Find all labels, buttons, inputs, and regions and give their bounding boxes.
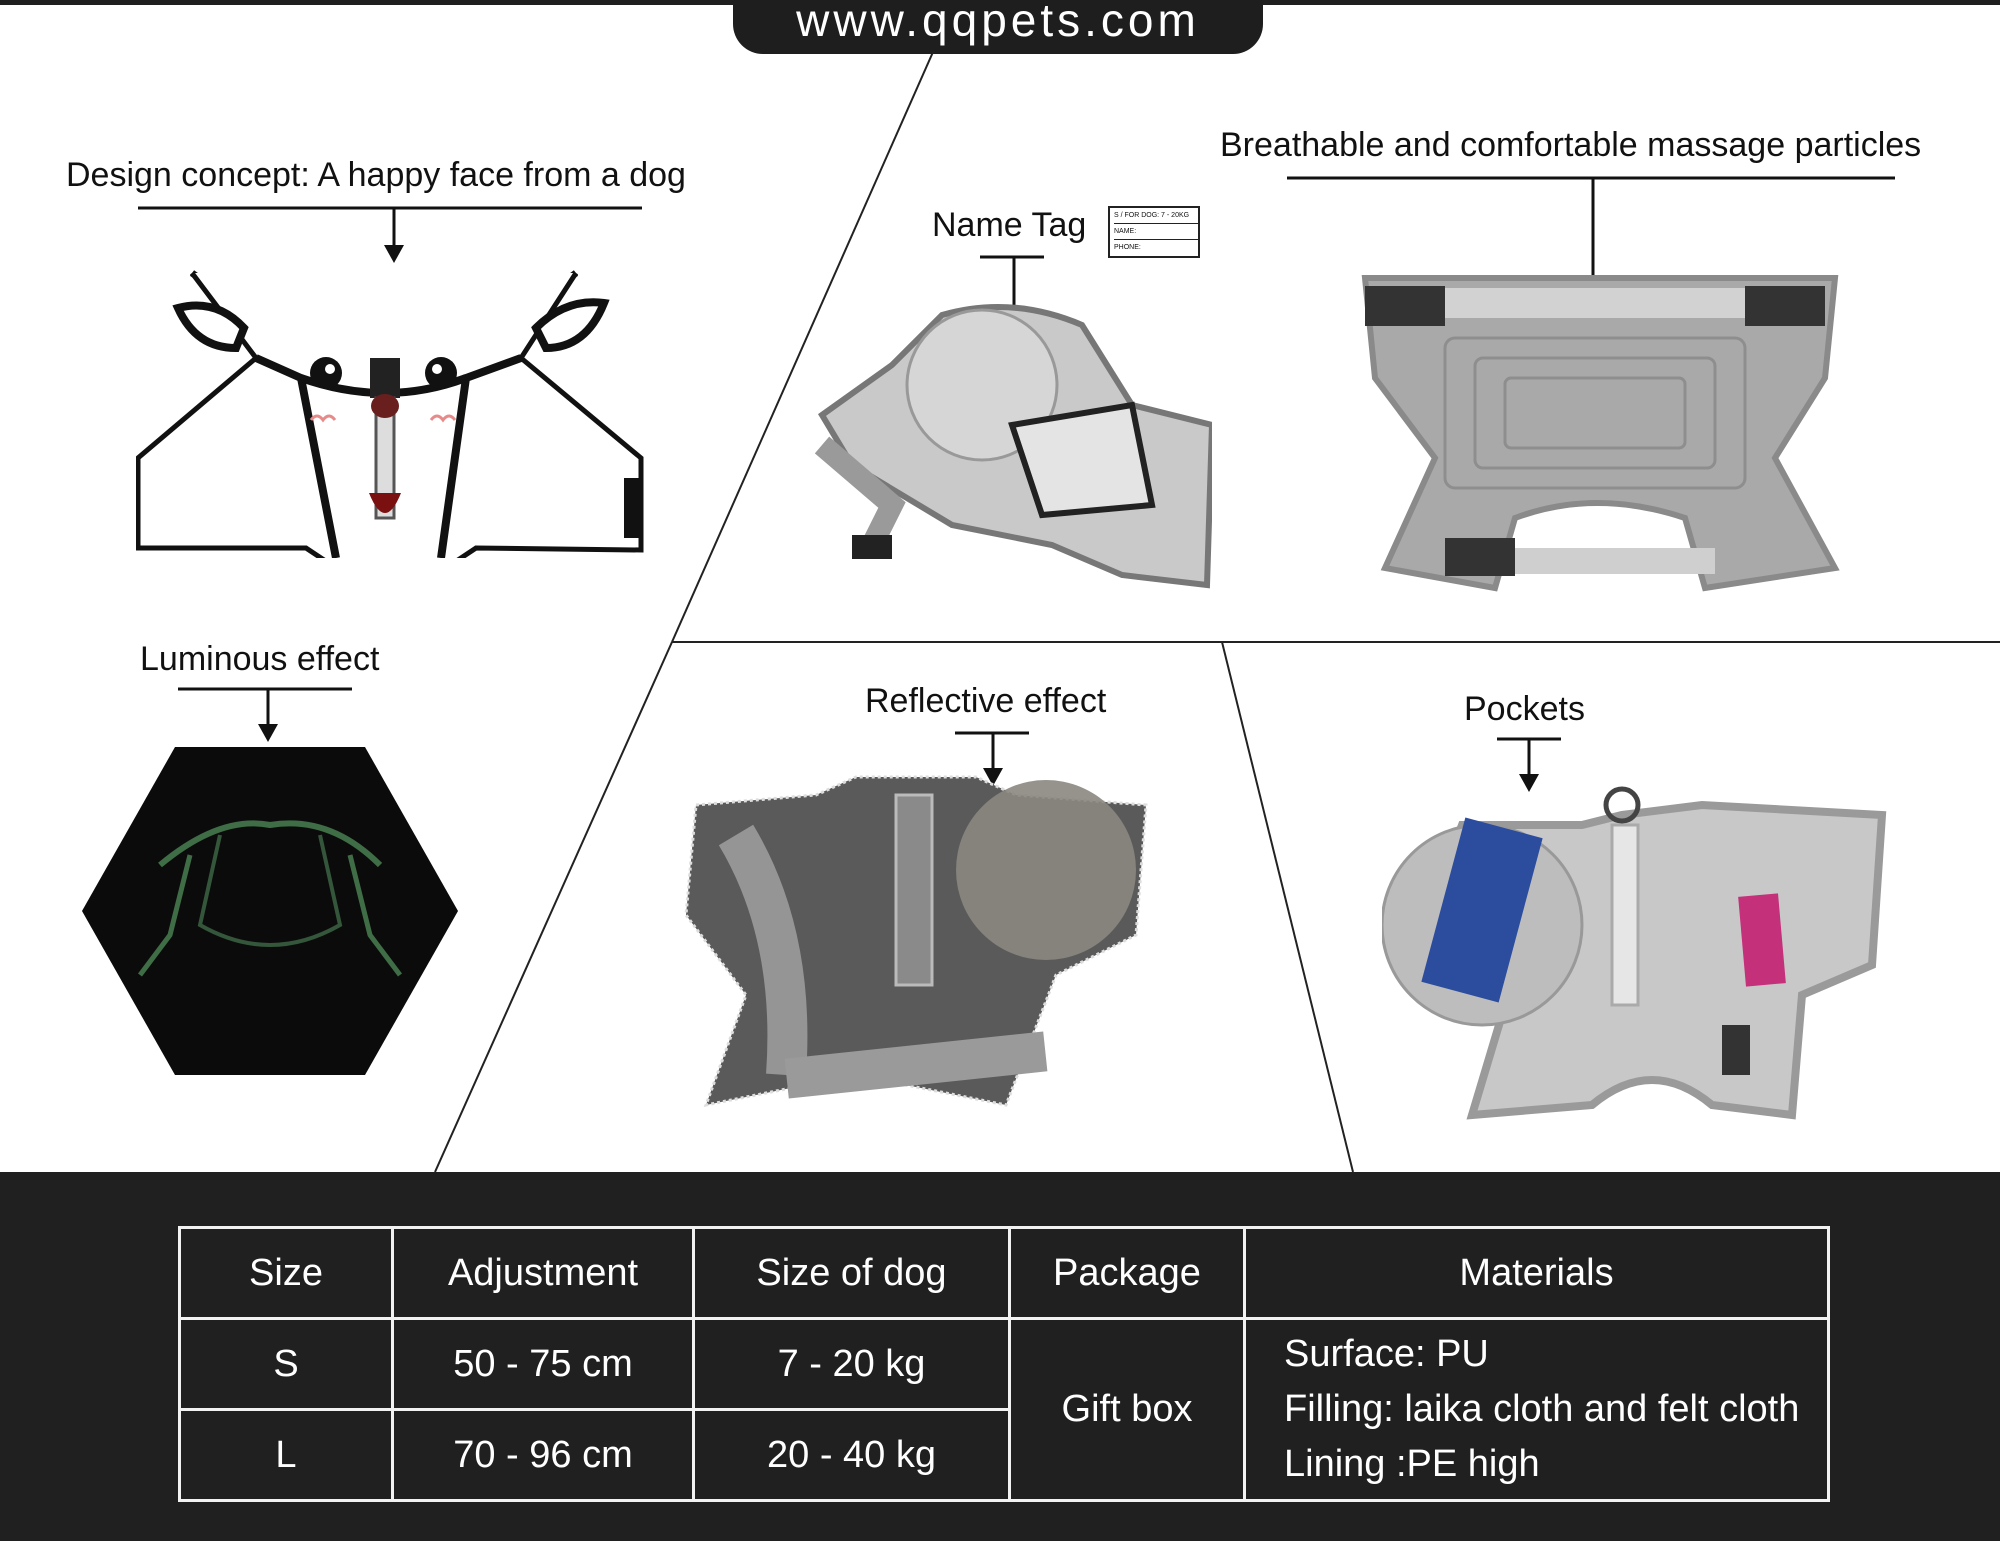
table-row: L 70 - 96 cm 20 - 40 kg (178, 1408, 1829, 1502)
header-size: Size (178, 1226, 394, 1320)
materials-cell: Surface: PU Filling: laika cloth and fel… (1243, 1317, 1830, 1502)
reflective-arrow (955, 731, 1029, 786)
material-lining: Lining :PE high (1284, 1443, 1540, 1485)
reflective-harness-photo (684, 775, 1148, 1107)
luminous-arrow (178, 687, 352, 742)
row-s-dog: 7 - 20 kg (692, 1317, 1011, 1411)
size-spec-table: Size Adjustment Size of dog Package Mate… (178, 1226, 1830, 1502)
design-concept-arrow (138, 206, 642, 263)
package-cell: Gift box (1008, 1317, 1246, 1502)
dog-face-design-illustration (136, 270, 644, 558)
tag-card-size: S / FOR DOG: 7 - 20KG (1114, 208, 1198, 224)
luminous-label: Luminous effect (140, 640, 380, 678)
row-l-size: L (178, 1408, 394, 1502)
header-size-of-dog: Size of dog (692, 1226, 1011, 1320)
name-tag-label: Name Tag (932, 206, 1087, 244)
table-row: S 50 - 75 cm 7 - 20 kg Gift box Surface:… (178, 1317, 1830, 1502)
site-url-banner[interactable]: www.qqpets.com (733, 0, 1263, 54)
panel-dividers (434, 51, 2000, 1172)
row-l-dog: 20 - 40 kg (692, 1408, 1011, 1502)
luminous-effect-photo (82, 747, 458, 1075)
design-concept-label: Design concept: A happy face from a dog (66, 156, 686, 194)
pockets-label: Pockets (1464, 690, 1585, 728)
material-surface: Surface: PU (1284, 1333, 1489, 1375)
row-l-adjustment: 70 - 96 cm (391, 1408, 695, 1502)
massage-particles-label: Breathable and comfortable massage parti… (1220, 126, 1922, 164)
reflective-label: Reflective effect (865, 682, 1107, 720)
name-tag-card: S / FOR DOG: 7 - 20KG NAME: PHONE: (1108, 206, 1200, 258)
tag-card-name: NAME: (1114, 224, 1198, 240)
pockets-arrow (1497, 737, 1561, 792)
header-materials: Materials (1243, 1226, 1830, 1320)
material-filling: Filling: laika cloth and felt cloth (1284, 1388, 1800, 1430)
name-tag-harness-photo (814, 304, 1212, 589)
row-s-adjustment: 50 - 75 cm (391, 1317, 695, 1411)
header-package: Package (1008, 1226, 1246, 1320)
header-adjustment: Adjustment (391, 1226, 695, 1320)
massage-particles-harness-photo (1361, 275, 1840, 592)
table-header-row: Size Adjustment Size of dog Package Mate… (178, 1226, 1830, 1320)
row-s-size: S (178, 1317, 394, 1411)
tag-card-phone: PHONE: (1114, 244, 1141, 251)
pockets-harness-photo (1382, 786, 1887, 1120)
